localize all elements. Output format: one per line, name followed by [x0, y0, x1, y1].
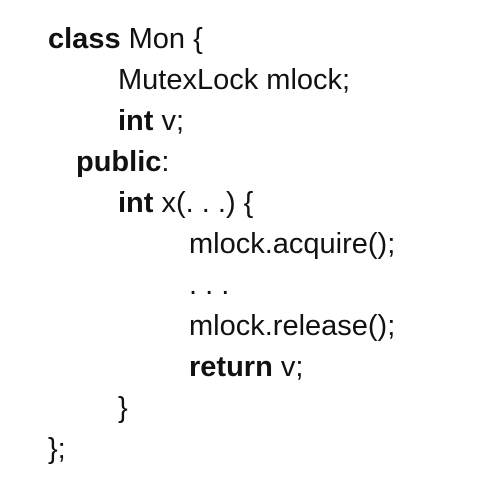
mutex-field-line: MutexLock mlock;: [118, 64, 351, 96]
return-statement-line: return v;: [189, 349, 303, 385]
ellipsis-line: . . .: [189, 269, 230, 301]
method-int-keyword: int: [118, 187, 154, 219]
release-call-line: mlock.release();: [189, 310, 396, 342]
class-name-text: Mon {: [120, 23, 203, 55]
int-keyword: int: [118, 105, 154, 137]
int-field-line: int v;: [118, 103, 184, 139]
method-signature-text: x(. . .) {: [153, 187, 254, 219]
class-closing-brace: };: [48, 433, 66, 465]
class-keyword: class: [48, 23, 121, 55]
method-signature-line: int x(. . .) {: [118, 185, 253, 221]
public-label-line: public:: [76, 144, 169, 180]
int-field-text: v;: [153, 105, 185, 137]
return-value-text: v;: [272, 351, 304, 383]
class-declaration-line: class Mon {: [48, 21, 203, 57]
public-keyword: public: [76, 146, 162, 178]
return-keyword: return: [189, 351, 273, 383]
acquire-call-line: mlock.acquire();: [189, 228, 396, 260]
public-colon: :: [161, 146, 170, 178]
method-closing-brace: }: [118, 392, 128, 424]
